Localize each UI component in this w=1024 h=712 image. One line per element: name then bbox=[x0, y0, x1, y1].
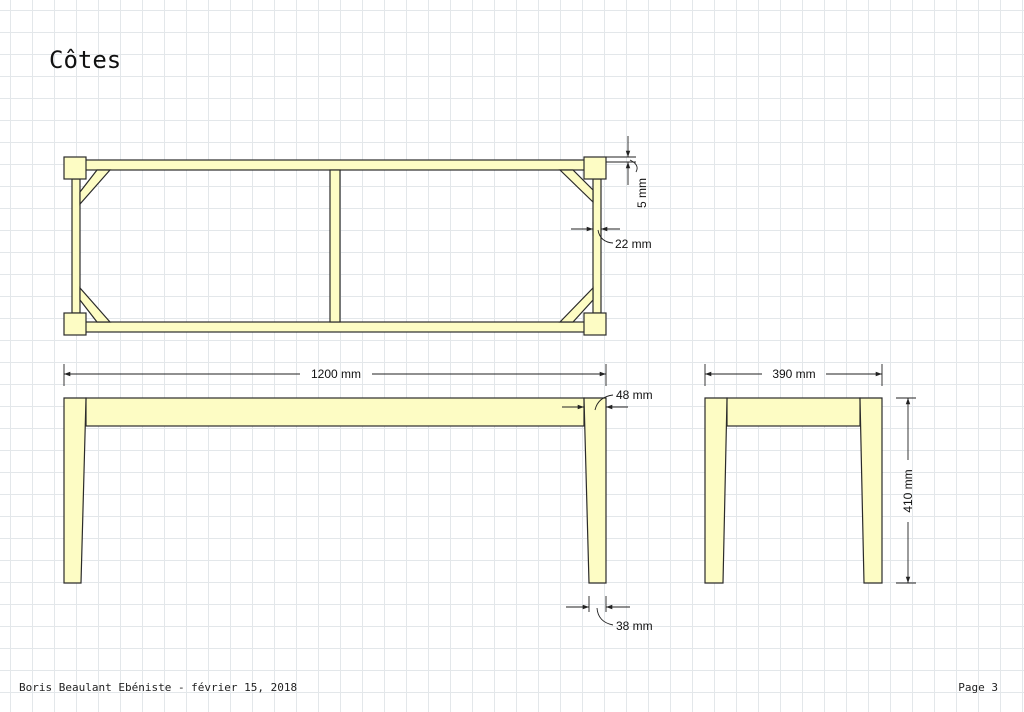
top-view-leg-bottom-right bbox=[583, 312, 607, 336]
top-view-left-rail bbox=[71, 178, 81, 314]
dimension-length: 1200 mm bbox=[63, 364, 607, 386]
corner-brace-top-right bbox=[558, 169, 594, 204]
corner-brace-bottom-right bbox=[558, 286, 594, 323]
top-view-front-rail bbox=[84, 321, 586, 333]
corner-brace-bottom-left bbox=[79, 286, 112, 323]
top-view-leg-top-left bbox=[63, 156, 87, 180]
dim-depth-label: 390 mm bbox=[772, 367, 815, 381]
corner-brace-top-left bbox=[79, 169, 112, 206]
dimension-leg-bottom: 38 mm bbox=[566, 596, 653, 633]
dim-rail-width-label: 22 mm bbox=[615, 237, 652, 251]
dimension-height: 410 mm bbox=[896, 397, 916, 584]
top-view-leg-top-right bbox=[583, 156, 607, 180]
front-view-leg-left bbox=[63, 397, 87, 584]
top-view-right-rail bbox=[592, 178, 602, 314]
side-view-leg-right bbox=[859, 397, 883, 584]
footer-author-date: Boris Beaulant Ebéniste - février 15, 20… bbox=[19, 681, 298, 694]
side-view-leg-left bbox=[704, 397, 728, 584]
top-view bbox=[63, 156, 607, 336]
top-view-back-rail bbox=[84, 159, 586, 171]
dimension-rail-thickness: 48 mm bbox=[562, 388, 653, 411]
footer-page-number: Page 3 bbox=[958, 681, 998, 694]
front-view-apron bbox=[85, 397, 585, 427]
dimension-depth: 390 mm bbox=[704, 364, 883, 386]
dim-leg-bottom-label: 38 mm bbox=[616, 619, 653, 633]
dim-height-label: 410 mm bbox=[901, 469, 915, 512]
dim-length-label: 1200 mm bbox=[311, 367, 361, 381]
top-view-center-stretcher bbox=[329, 169, 341, 323]
dimension-rail-width: 22 mm bbox=[571, 222, 652, 251]
front-view bbox=[63, 397, 607, 584]
dimension-offset: 5 mm bbox=[606, 136, 649, 208]
dim-offset-label: 5 mm bbox=[635, 178, 649, 208]
side-view-apron bbox=[726, 397, 861, 427]
dim-rail-thickness-label: 48 mm bbox=[616, 388, 653, 402]
top-view-leg-bottom-left bbox=[63, 312, 87, 336]
side-view bbox=[704, 397, 883, 584]
front-view-leg-right bbox=[583, 397, 607, 584]
page-title: Côtes bbox=[49, 46, 122, 74]
